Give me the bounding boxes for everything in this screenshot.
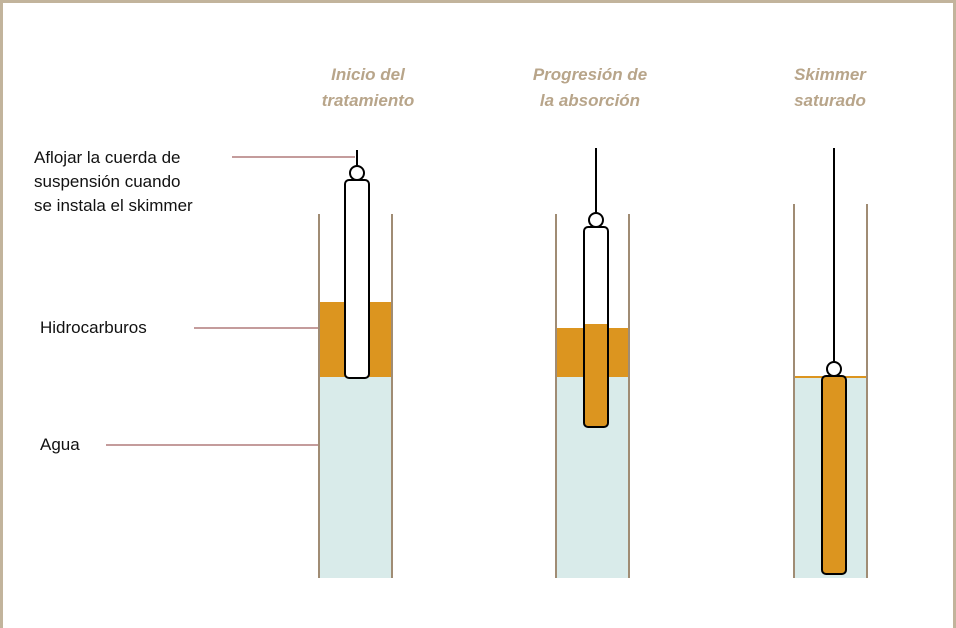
skimmer — [821, 375, 847, 575]
suspension-label: Aflojar la cuerda de suspensión cuando s… — [34, 148, 193, 215]
stage-title-progresion: Progresión de la absorción — [532, 65, 648, 110]
well-progresion — [555, 148, 630, 578]
skimmer-ring — [588, 212, 604, 228]
skimmer-ring — [349, 165, 365, 181]
skimmer — [344, 179, 370, 379]
water-column — [319, 377, 392, 578]
hydrocarbons-label: Hidrocarburos — [40, 318, 147, 337]
stage-title-inicio: Inicio del tratamiento — [321, 65, 415, 110]
well-inicio — [318, 150, 393, 578]
skimmer — [583, 226, 609, 428]
water-label: Agua — [40, 435, 80, 454]
skimmer-ring — [826, 361, 842, 377]
skimmer-saturated-part — [585, 324, 607, 426]
stage-title-saturado: Skimmer saturado — [794, 65, 866, 110]
well-saturado — [793, 148, 868, 578]
